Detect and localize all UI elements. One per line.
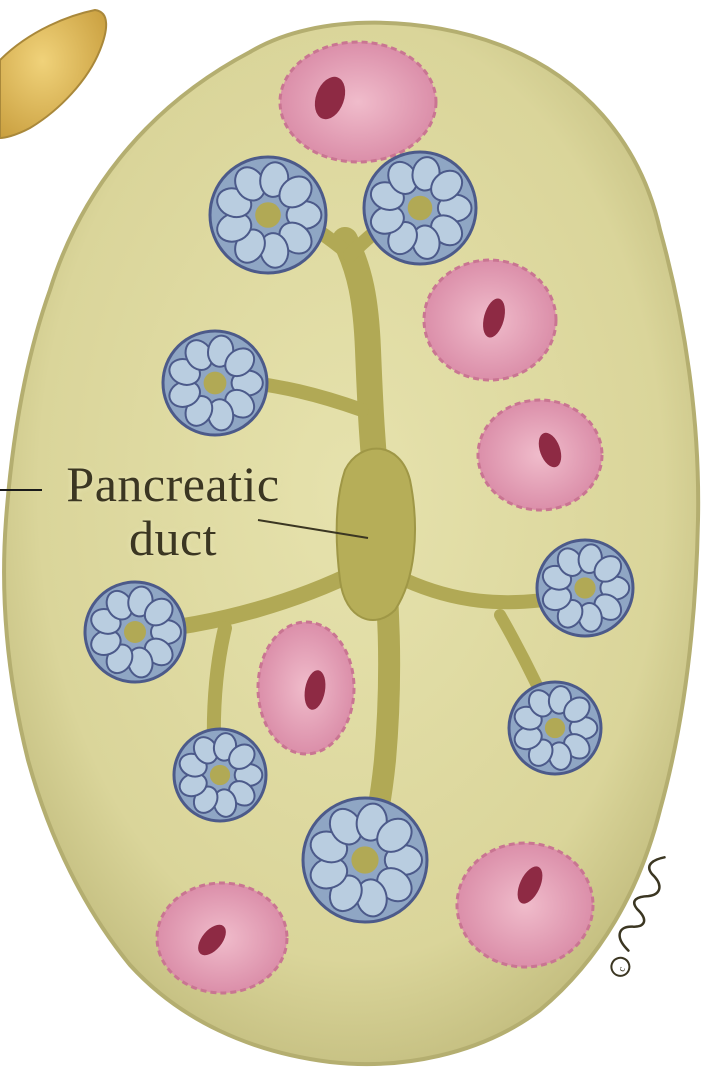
- acinus: [163, 331, 267, 435]
- islet: [157, 883, 287, 993]
- islet: [424, 260, 556, 380]
- islet: [457, 843, 593, 967]
- islet: [478, 400, 602, 510]
- acinus: [210, 157, 326, 273]
- pancreatic-duct-label-line1: Pancreatic: [38, 457, 308, 511]
- islet: [280, 42, 436, 162]
- acinus: [364, 152, 476, 264]
- acinus: [509, 682, 601, 774]
- acinus: [174, 729, 266, 821]
- svg-text:c: c: [616, 965, 628, 973]
- adjacent-tissue-fragment: [0, 10, 106, 138]
- acinus: [85, 582, 185, 682]
- acinus: [303, 798, 427, 922]
- islet: [258, 622, 354, 754]
- pancreatic-duct-label-line2: duct: [38, 511, 308, 565]
- acinus: [537, 540, 633, 636]
